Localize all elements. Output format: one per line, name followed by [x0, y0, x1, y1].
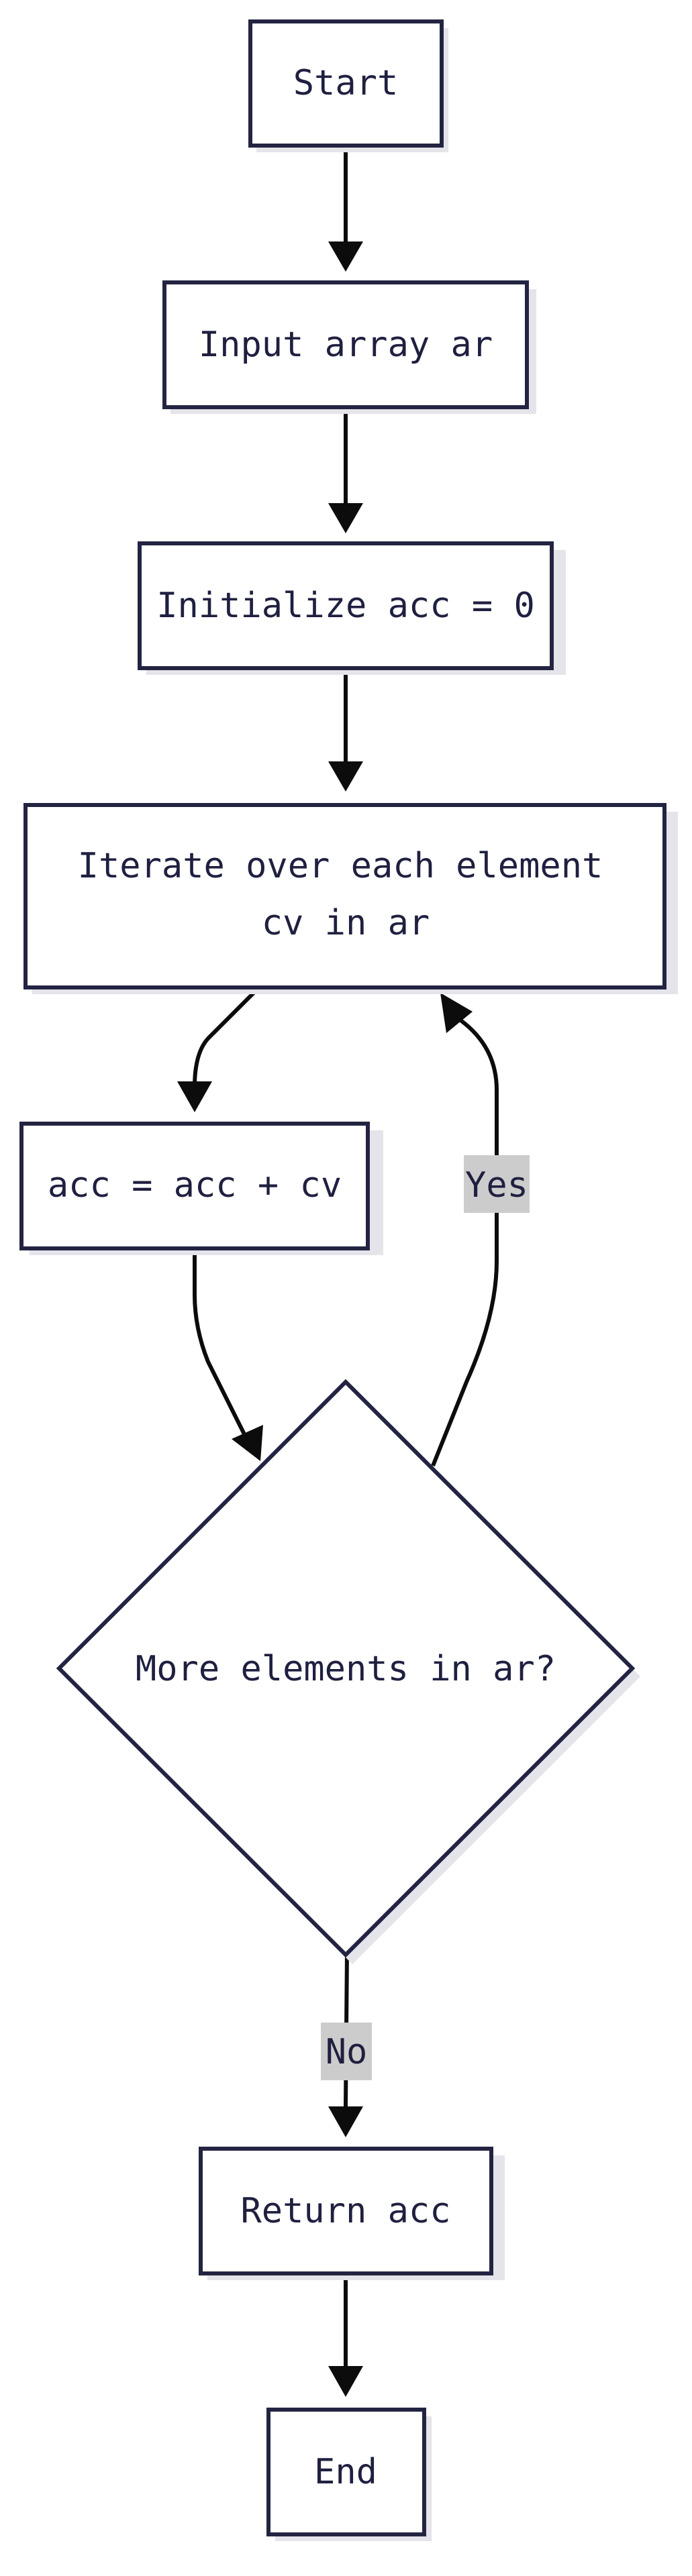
node-start-label: Start: [293, 63, 399, 103]
edge-label-yes: Yes: [464, 1155, 530, 1213]
node-accumulate: acc = acc + cv: [19, 1122, 383, 1255]
node-iterate-label-line2: cv in ar: [262, 903, 430, 943]
node-decision: More elements in ar?: [56, 1379, 640, 1964]
edge-decision-yes-to-iterate: [431, 1018, 499, 1467]
arrow-start-to-input: [328, 241, 363, 272]
node-init: Initialize acc = 0: [138, 541, 566, 675]
node-iterate: Iterate over each element cv in ar: [23, 803, 678, 994]
node-iterate-label-line1: Iterate over each element: [78, 846, 603, 886]
arrow-accumulate-to-decision: [232, 1425, 263, 1461]
arrow-iterate-to-accumulate: [177, 1081, 212, 1112]
edge-accumulate-to-decision: [193, 1249, 247, 1437]
node-return: Return acc: [199, 2147, 505, 2280]
node-start: Start: [248, 19, 448, 152]
node-return-label: Return acc: [240, 2191, 450, 2231]
node-init-label: Initialize acc = 0: [156, 586, 535, 626]
arrow-decision-no-to-return: [328, 2106, 363, 2137]
arrow-return-to-end: [328, 2366, 363, 2397]
node-input: Input array ar: [162, 280, 536, 414]
node-input-label: Input array ar: [199, 325, 493, 365]
arrow-input-to-init: [328, 503, 363, 533]
node-accumulate-label: acc = acc + cv: [48, 1165, 342, 1205]
edge-label-no: No: [321, 2023, 372, 2080]
edge-label-yes-text: Yes: [465, 1165, 528, 1205]
arrow-decision-yes-to-iterate: [440, 993, 473, 1033]
edge-label-no-text: No: [326, 2032, 368, 2072]
arrow-init-to-iterate: [328, 761, 363, 792]
node-end: End: [266, 2408, 432, 2541]
edge-iterate-to-accumulate: [193, 986, 260, 1087]
node-decision-label: More elements in ar?: [136, 1649, 556, 1689]
node-end-label: End: [314, 2452, 377, 2492]
